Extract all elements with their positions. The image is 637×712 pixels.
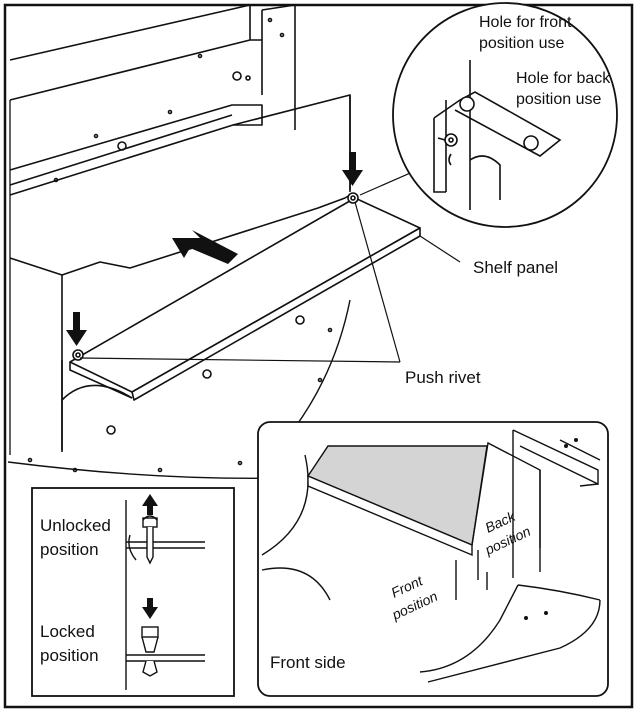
hole-back-label-line1: Hole for back xyxy=(516,70,611,87)
shelf-panel-label: Shelf panel xyxy=(473,258,558,277)
slide-in-arrow-icon xyxy=(172,230,238,264)
front-side-detail-box xyxy=(257,421,609,697)
push-rivet-label: Push rivet xyxy=(405,368,481,387)
locked-position-label-line2: position xyxy=(40,646,99,665)
up-arrow-icon xyxy=(142,494,158,515)
hole-back-label-line2: position use xyxy=(516,91,601,108)
down-arrow-icon xyxy=(66,312,87,346)
rivet-right xyxy=(347,192,359,204)
rivet-hole-detail xyxy=(392,2,618,228)
unlocked-position-label-line2: position xyxy=(40,540,99,559)
unlocked-position-label-line1: Unlocked xyxy=(40,516,111,535)
down-arrow-icon xyxy=(342,152,363,186)
locked-position-label-line1: Locked xyxy=(40,622,95,641)
lock-detail-box xyxy=(31,487,235,697)
down-arrow-icon xyxy=(142,598,158,619)
hole-front-label-line1: Hole for front xyxy=(479,14,572,31)
front-side-label: Front side xyxy=(270,653,346,672)
hole-front-label-line2: position use xyxy=(479,35,564,52)
